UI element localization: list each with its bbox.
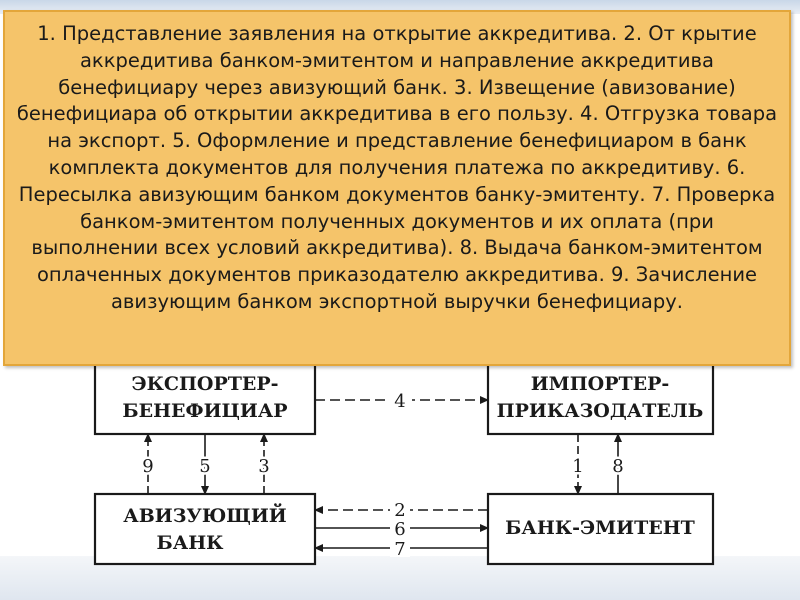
flow-9-arrow: 9 [140, 433, 156, 494]
flow-4-label: 4 [394, 391, 405, 412]
advising-bank-box: АВИЗУЮЩИЙ БАНК [93, 492, 317, 566]
importer-label-line1: ИМПОРТЕР- [531, 373, 670, 395]
flow-3-label: 3 [258, 456, 269, 477]
issuing-bank-box: БАНК-ЭМИТЕНТ [486, 492, 715, 566]
exporter-box: ЭКСПОРТЕР- БЕНЕФИЦИАР [93, 360, 317, 436]
exporter-label-line1: ЭКСПОРТЕР- [131, 373, 278, 395]
flow-5-label: 5 [199, 456, 210, 477]
flow-5-arrow: 5 [197, 434, 213, 495]
flow-3-arrow: 3 [256, 433, 272, 494]
flow-8-arrow: 8 [610, 433, 626, 494]
flow-8-label: 8 [612, 456, 623, 477]
importer-box: ИМПОРТЕР- ПРИКАЗОДАТЕЛЬ [486, 360, 715, 436]
caption-box: 1. Представление заявления на открытие а… [3, 10, 791, 366]
exporter-label-line2: БЕНЕФИЦИАР [122, 400, 287, 422]
flow-6-arrow: 6 [315, 519, 489, 540]
advising-bank-label-line2: БАНК [157, 532, 225, 554]
flow-2-label: 2 [394, 500, 405, 521]
flow-2-arrow: 2 [314, 500, 488, 521]
importer-label-line2: ПРИКАЗОДАТЕЛЬ [497, 400, 704, 422]
issuing-bank-label: БАНК-ЭМИТЕНТ [505, 517, 695, 539]
flow-9-label: 9 [142, 456, 153, 477]
flow-1-label: 1 [572, 456, 583, 477]
flow-1-arrow: 1 [570, 434, 586, 495]
flow-7-arrow: 7 [314, 539, 488, 560]
advising-bank-label-line1: АВИЗУЮЩИЙ [123, 503, 287, 527]
caption-text: 1. Представление заявления на открытие а… [16, 22, 778, 313]
flow-6-label: 6 [394, 519, 405, 540]
flow-4-arrow: 4 [315, 390, 489, 412]
flow-7-label: 7 [394, 539, 405, 560]
